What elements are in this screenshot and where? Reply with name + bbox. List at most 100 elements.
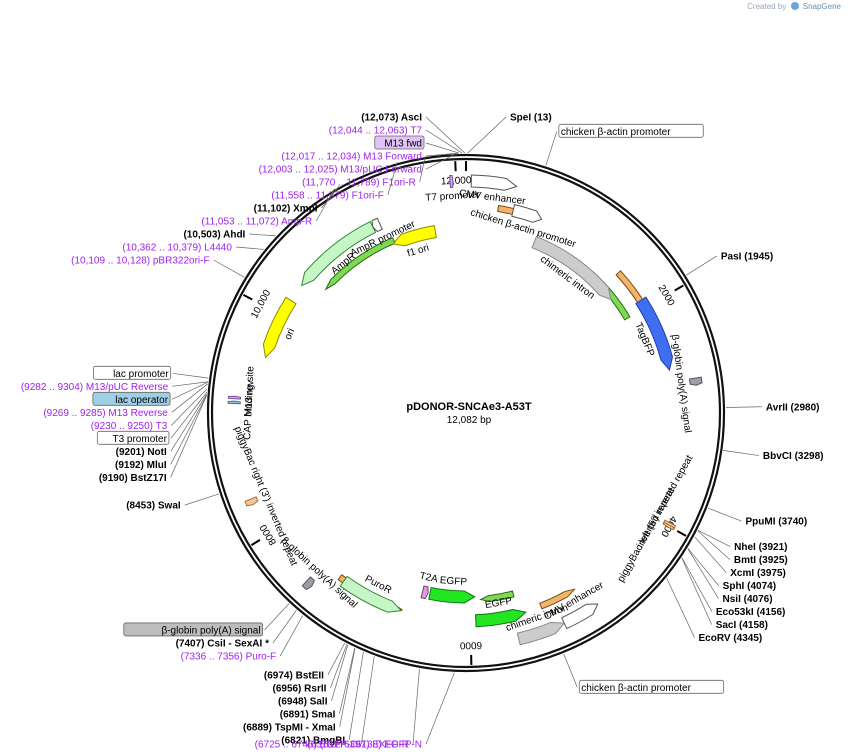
- site-leader-line: [361, 656, 375, 745]
- site-box: [123, 622, 263, 637]
- orf-arc: [479, 590, 515, 603]
- feature-label-m13-rev: M13 rev: [243, 380, 256, 417]
- site-leader-line: [686, 255, 718, 276]
- feature-ori: [262, 296, 297, 359]
- tick-mark: [250, 539, 261, 547]
- site-label-tspmi-xmai: (6889) TspMI - XmaI: [243, 722, 336, 733]
- site-leader-line: [235, 246, 264, 250]
- site-label-nsii: NsiI (4076): [723, 594, 773, 605]
- site-leader-line: [330, 643, 348, 688]
- site-leader-line: [184, 493, 220, 506]
- site-label-nhei: NheI (3921): [734, 542, 787, 553]
- site-leader-line: [697, 530, 731, 560]
- brand-name: SnapGene: [802, 2, 841, 11]
- site-label-csii-sexai: (7407) CsiI - SexAI *: [176, 638, 269, 649]
- site-leader-line: [467, 116, 507, 154]
- site-label-t7: (12,044 .. 12,063) T7: [329, 126, 423, 137]
- site-label-f1ori-r: (11,770 .. 11,789) F1ori-R: [302, 178, 416, 189]
- feature-globin-poly-a-signal: [688, 376, 703, 386]
- site-label-ppumi: PpuMI (3740): [746, 517, 808, 528]
- site-label-l4440: (10,362 .. 10,379) L4440: [122, 243, 232, 254]
- feature-chimeric-intron: [516, 621, 566, 646]
- feature-puror: [339, 575, 403, 613]
- site-leader-line: [172, 381, 208, 387]
- site-leader-line: [707, 507, 742, 522]
- site-leader-line: [425, 152, 459, 157]
- site-label-lac-operator: lac operator: [115, 395, 168, 406]
- feature-chimeric-intron: [531, 235, 612, 301]
- site-leader-line: [412, 668, 420, 745]
- site-leader-line: [331, 644, 349, 701]
- feature-globin-poly-a-signal: [301, 576, 316, 591]
- site-leader-line: [348, 651, 364, 740]
- site-leader-line: [170, 392, 208, 439]
- site-box: [374, 135, 425, 150]
- plasmid-size: 12,082 bp: [446, 415, 492, 426]
- site-leader-line: [339, 647, 356, 714]
- feature-label-egfp: EGFP: [484, 596, 513, 611]
- site-leader-line: [723, 450, 759, 456]
- site-leader-line: [339, 648, 356, 727]
- feature-egfp: [428, 586, 476, 604]
- site-leader-line: [279, 615, 304, 657]
- site-leader-line: [545, 131, 558, 166]
- site-label-bsteii: (6974) BstEII: [264, 670, 324, 681]
- site-leader-line: [563, 653, 578, 688]
- site-leader-line: [425, 116, 466, 154]
- site-leader-line: [681, 557, 713, 612]
- feature-f1-ori: [392, 225, 437, 247]
- plasmid-name: pDONOR-SNCAe3-A53T: [406, 401, 532, 413]
- feature-cmv-enhancer: [470, 174, 518, 191]
- site-leader-line: [315, 188, 335, 222]
- site-leader-line: [425, 152, 457, 170]
- site-label-rsrii: (6956) RsrII: [272, 683, 326, 694]
- site-leader-line: [725, 406, 762, 408]
- feature-label-t2a: T2A: [418, 571, 439, 586]
- site-leader-line: [171, 381, 208, 400]
- site-label-bmgbi: (6821) BmgBI: [281, 735, 345, 746]
- site-leader-line: [170, 395, 207, 465]
- site-label-ecorv: EcoRV (4345): [699, 633, 763, 644]
- site-label-puro-f: (7336 .. 7356) Puro-F: [181, 651, 277, 662]
- site-label-asci: (12,073) AscI: [361, 113, 422, 124]
- site-leader-line: [170, 393, 207, 452]
- site-label-bstz17i: (9190) BstZ17I: [99, 473, 167, 484]
- site-box: [96, 430, 170, 445]
- site-leader-line: [272, 609, 297, 644]
- site-leader-line: [687, 548, 719, 599]
- feature-label-f1-ori: f1 ori: [406, 243, 430, 260]
- site-label-amp-r: (11,053 .. 11,072) Amp-R: [201, 217, 312, 228]
- site-label-saci: SacI (4158): [716, 620, 768, 631]
- site-leader-line: [213, 259, 245, 278]
- site-label-avrii: AvrII (2980): [766, 402, 820, 413]
- tick-label: 2000: [656, 283, 677, 308]
- feature-label-t7-promoter: T7 promoter: [425, 189, 481, 203]
- site-label-pasi: PasI (1945): [721, 251, 773, 262]
- site-leader-line: [327, 642, 346, 675]
- feature-label-globin-poly-a-signal: β-globin poly(A) signal: [669, 334, 693, 434]
- site-label-xmni: (11,102) XmnI: [254, 204, 318, 215]
- site-label-m13-fwd: M13 fwd: [384, 139, 422, 150]
- feature-label-cap-binding-site: CAP binding site: [242, 365, 256, 440]
- site-leader-line: [321, 185, 340, 209]
- tick-label: 6000: [459, 639, 482, 650]
- site-leader-line: [425, 142, 460, 154]
- backbone-ring: [206, 153, 726, 673]
- map-title: pDONOR-SNCAe3-A53T 12,082 bp: [369, 401, 569, 426]
- site-leader-line: [170, 395, 207, 478]
- site-label-swai: (8453) SwaI: [126, 501, 181, 512]
- tick-label: 12,000: [441, 175, 472, 187]
- site-leader-line: [681, 557, 713, 625]
- site-label-mlui: (9192) MluI: [115, 460, 167, 471]
- site-label-m13-forward: (12,017 .. 12,034) M13 Forward: [281, 152, 422, 163]
- tick-mark: [242, 293, 253, 301]
- site-label-chicken-actin-promoter: chicken β-actin promoter: [561, 127, 671, 138]
- feature-t7-promoter: [449, 174, 454, 189]
- site-leader-line: [419, 156, 426, 183]
- snapgene-logo-icon: [790, 2, 799, 10]
- feature-label-piggybac-right-3-inverted-repeat: piggyBac right (3') inverted repeat: [232, 425, 300, 568]
- feature-label-egfp: EGFP: [439, 575, 467, 588]
- site-label-eco53ki: Eco53kI (4156): [716, 607, 786, 618]
